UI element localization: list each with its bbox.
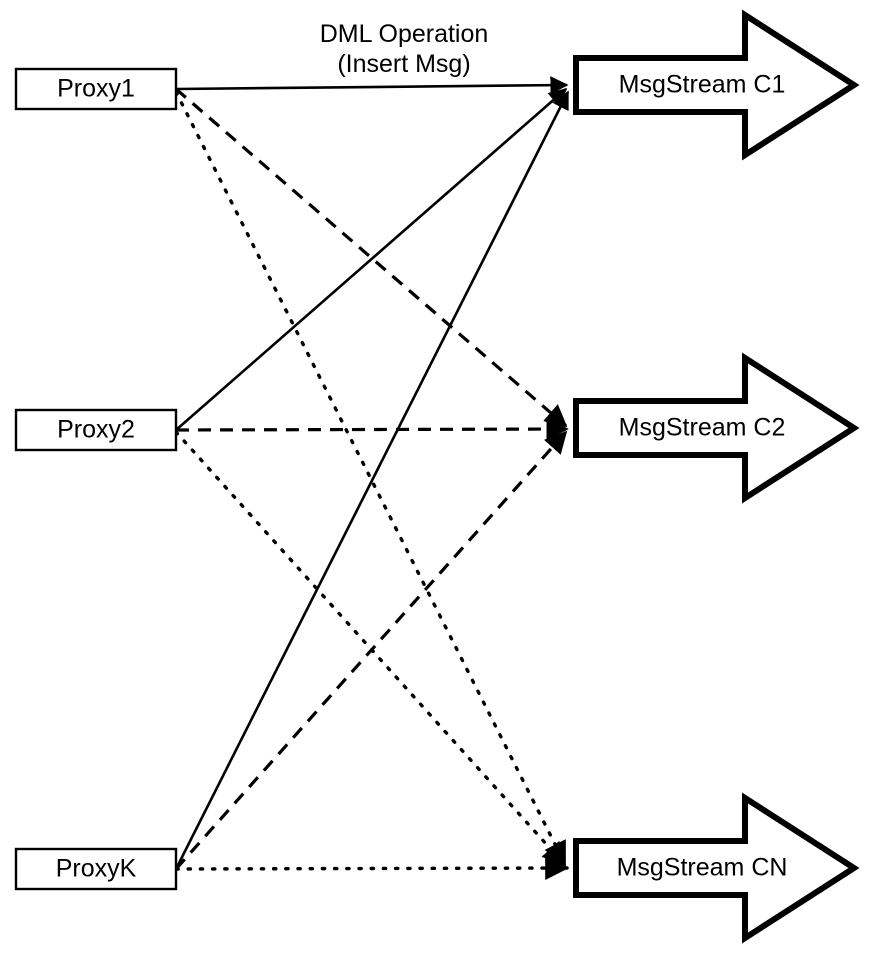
edge-caption: DML Operation (Insert Msg): [320, 20, 489, 78]
link-proxyk-stream-cn[interactable]: [174, 856, 569, 880]
link-proxyk-stream-c2[interactable]: [174, 430, 568, 871]
edge-caption-line1: DML Operation: [320, 20, 489, 48]
proxy-node-proxy2[interactable]: Proxy2: [14, 408, 178, 452]
stream-node-c1[interactable]: MsgStream C1: [573, 9, 860, 161]
link-proxy1-stream-c2[interactable]: [174, 87, 568, 428]
stream-c1-arrow-shape[interactable]: [573, 9, 860, 161]
proxyk-box[interactable]: [14, 847, 178, 891]
proxy-node-proxy1[interactable]: Proxy1: [14, 67, 178, 111]
proxy-node-proxyk[interactable]: ProxyK: [14, 847, 178, 891]
edge-caption-line2: (Insert Msg): [337, 50, 470, 78]
link-proxyk-stream-c1[interactable]: [174, 90, 570, 870]
proxyk-label: ProxyK: [56, 855, 137, 883]
link-proxy2-stream-cn[interactable]: [174, 430, 567, 867]
proxy1-box[interactable]: [14, 67, 178, 111]
link-proxy2-stream-c1[interactable]: [175, 88, 568, 431]
stream-cn-arrow-shape[interactable]: [573, 792, 860, 944]
proxy2-label: Proxy2: [57, 416, 135, 444]
stream-c1-label: MsgStream C1: [619, 71, 786, 99]
link-proxy1-stream-c1[interactable]: [175, 76, 569, 95]
link-layer: [174, 76, 570, 880]
link-proxy1-stream-cn[interactable]: [174, 90, 567, 866]
link-proxy2-stream-c2[interactable]: [175, 417, 569, 441]
stream-c2-label: MsgStream C2: [619, 414, 786, 442]
stream-node-c2[interactable]: MsgStream C2: [573, 352, 860, 504]
proxy1-label: Proxy1: [57, 75, 135, 103]
stream-cn-label: MsgStream CN: [617, 854, 788, 882]
stream-c2-arrow-shape[interactable]: [573, 352, 860, 504]
proxy2-box[interactable]: [14, 408, 178, 452]
stream-node-cn[interactable]: MsgStream CN: [573, 792, 860, 944]
